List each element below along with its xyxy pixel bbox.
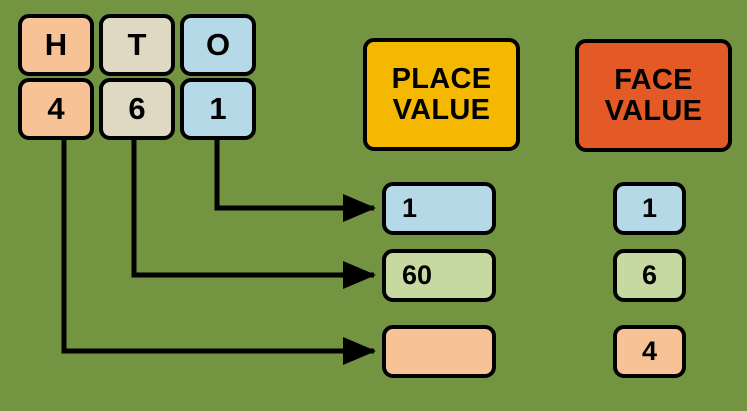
arrow-hundreds-to-place-value [61,138,377,365]
face-value-result-ones: 1 [613,182,686,235]
arrow-ones-to-place-value [214,138,377,222]
place-value-result-tens: 60 [382,249,496,302]
place-header-ones-label: O [205,26,231,62]
arrow-tens-to-place-value [131,138,377,289]
digit-tens-value: 6 [128,90,146,126]
face-value-result-hundreds-value: 4 [641,336,658,367]
face-value-banner-line2: VALUE [604,94,703,127]
place-value-result-tens-value: 60 [402,260,433,291]
digit-hundreds: 4 [18,78,94,140]
digit-ones-value: 1 [209,90,227,126]
place-header-tens: T [99,14,175,76]
place-header-hundreds-label: H [44,26,68,62]
place-value-result-ones: 1 [382,182,496,235]
face-value-result-ones-value: 1 [641,193,658,224]
face-value-result-tens: 6 [613,249,686,302]
place-value-result-ones-value: 1 [402,193,418,224]
place-header-ones: O [180,14,256,76]
face-value-banner: FACE VALUE [575,39,732,152]
digit-hundreds-value: 4 [47,90,65,126]
face-value-result-hundreds: 4 [613,325,686,378]
digit-ones: 1 [180,78,256,140]
digit-tens: 6 [99,78,175,140]
face-value-banner-line1: FACE [614,64,693,97]
place-value-banner-line2: VALUE [392,93,491,126]
place-value-banner: PLACE VALUE [363,38,520,151]
place-value-result-hundreds [382,325,496,378]
place-header-hundreds: H [18,14,94,76]
place-value-banner-line1: PLACE [391,63,492,96]
place-header-tens-label: T [127,26,147,62]
face-value-result-tens-value: 6 [641,260,658,291]
